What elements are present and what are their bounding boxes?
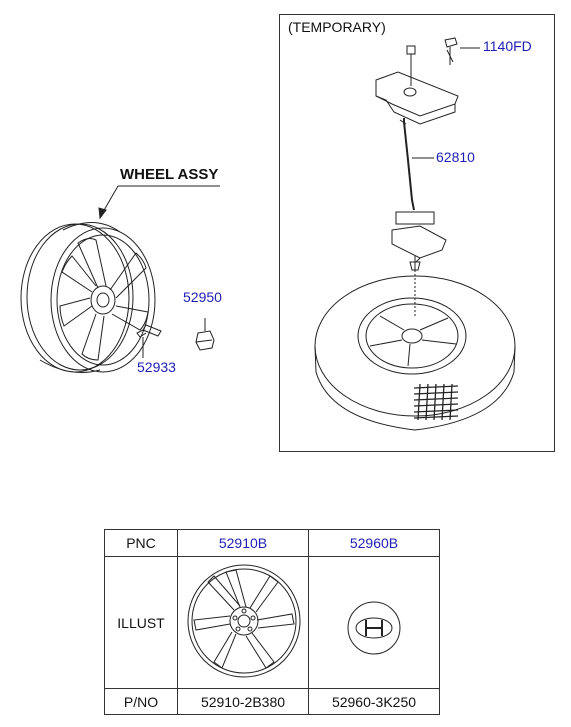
table-row-pnc: PNC 52910B 52960B xyxy=(104,529,440,557)
row-header-pno: P/NO xyxy=(104,688,178,715)
wheel-assembly-drawing xyxy=(20,222,156,373)
illust-cell-cap xyxy=(308,556,440,689)
wheel-assy-label: WHEEL ASSY xyxy=(120,166,219,183)
row-header-pnc: PNC xyxy=(104,529,178,557)
part-label-1140fd[interactable]: 1140FD xyxy=(483,38,532,54)
spare-carrier-drawing xyxy=(375,37,459,318)
temporary-label: (TEMPORARY) xyxy=(288,19,386,35)
wheel-assy-leader xyxy=(98,185,220,220)
pno-cap: 52960-3K250 xyxy=(308,688,440,715)
temporary-spare-panel xyxy=(279,14,555,452)
spare-leaders xyxy=(412,47,480,159)
part-label-52933[interactable]: 52933 xyxy=(137,359,176,375)
pnc-52910b[interactable]: 52910B xyxy=(177,529,309,557)
spare-tire-drawing xyxy=(314,275,516,431)
pno-wheel: 52910-2B380 xyxy=(177,688,309,715)
lug-bolt-drawing xyxy=(136,324,162,358)
part-label-52950[interactable]: 52950 xyxy=(183,289,222,305)
illust-cell-wheel xyxy=(177,556,309,689)
parts-table: PNC 52910B 52960B ILLUST P/NO 52910-2B38… xyxy=(104,529,440,715)
row-header-illust: ILLUST xyxy=(104,556,178,689)
table-row-pno: P/NO 52910-2B380 52960-3K250 xyxy=(104,688,440,715)
part-label-62810[interactable]: 62810 xyxy=(436,149,475,165)
table-row-illust: ILLUST xyxy=(104,556,440,689)
lug-nut-drawing xyxy=(195,318,215,351)
pnc-52960b[interactable]: 52960B xyxy=(308,529,440,557)
